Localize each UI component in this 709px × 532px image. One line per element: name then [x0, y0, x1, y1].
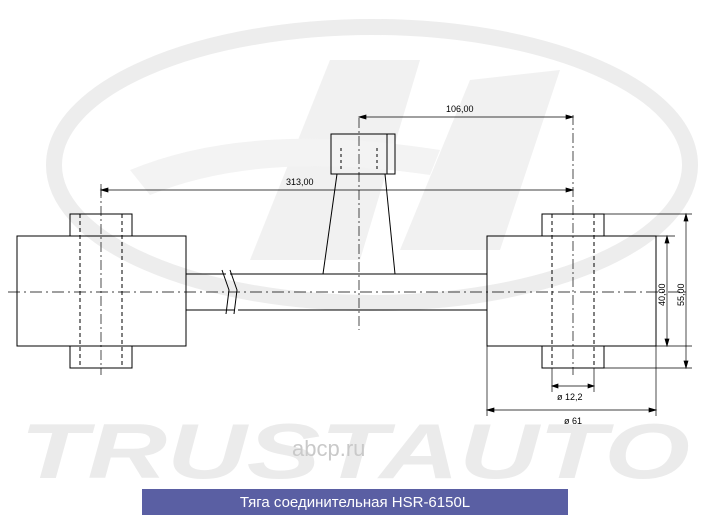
dim-length: 313,00: [286, 177, 314, 187]
stud-bracket: [322, 118, 396, 330]
dim-height-inner: 40,00: [657, 283, 667, 306]
dim-height-outer: 55,00: [676, 283, 686, 306]
dimension-lines: [99, 114, 692, 416]
right-bushing: [486, 115, 657, 375]
dim-offset-top: 106,00: [446, 104, 474, 114]
dim-pin-diameter: ø 12,2: [557, 392, 583, 402]
dim-bush-diameter: ø 61: [564, 416, 582, 426]
left-bushing: [16, 188, 187, 375]
rod: [186, 269, 487, 315]
watermark-logo: TRUSTAUTO abcp.ru: [20, 19, 698, 495]
watermark-brand: TRUSTAUTO: [20, 407, 690, 495]
part-caption: Тяга соединительная HSR-6150L: [142, 489, 568, 515]
watermark-site: abcp.ru: [292, 436, 365, 461]
